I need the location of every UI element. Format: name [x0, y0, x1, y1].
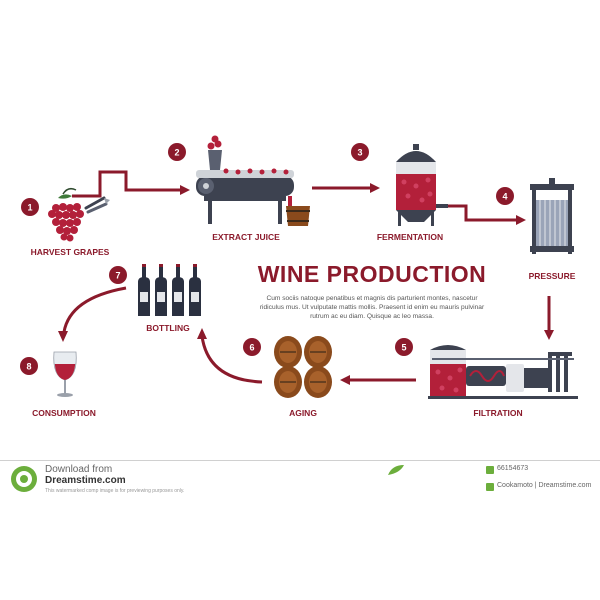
description-line-3: rutrum ac eu diam. Quisque ac leo massa.	[310, 313, 434, 320]
step-number-badge	[496, 187, 514, 205]
arrow-heads	[58, 183, 554, 385]
step-number-badge	[395, 338, 413, 356]
step-label: EXTRACT JUICE	[212, 232, 280, 242]
step-harvest-grapes: 1 HARVEST GRAPES	[21, 187, 110, 257]
arrow-1-to-2	[72, 170, 180, 198]
step-consumption: 8 CONSUMPTION	[20, 351, 96, 418]
wine-bottles-icon	[138, 264, 201, 316]
step-label: PRESSURE	[529, 271, 576, 281]
step-number: 1	[27, 203, 32, 213]
arrow-head-icon	[197, 328, 207, 339]
step-number: 7	[115, 271, 120, 281]
wooden-bucket-icon	[286, 206, 310, 226]
step-label: HARVEST GRAPES	[31, 247, 110, 257]
step-bottling: 7 BOTTLING	[109, 264, 201, 333]
step-number: 3	[357, 148, 362, 158]
description-line-2: ridiculus mus. Ut vulputate mattis molli…	[260, 304, 485, 311]
step-number-badge	[351, 143, 369, 161]
arrow-head-icon	[370, 183, 380, 193]
step-label: FERMENTATION	[377, 232, 443, 242]
arrow-head-icon	[544, 330, 554, 340]
step-fermentation: 3 FERMENTATION	[351, 143, 448, 242]
arrow-head-icon	[58, 331, 68, 342]
step-pressure: 4 PRESSURE	[496, 178, 576, 281]
step-filtration: 5 FILTRATION	[395, 338, 578, 418]
step-aging: 6 AGING	[243, 336, 332, 418]
step-label: AGING	[289, 408, 317, 418]
flow-arrows	[62, 170, 551, 384]
author-badge-icon	[486, 483, 494, 491]
arrow-3-to-4	[448, 204, 516, 222]
step-number-badge	[21, 198, 39, 216]
step-number-badge	[243, 338, 261, 356]
dreamstime-logo-icon	[11, 466, 37, 492]
step-label: FILTRATION	[473, 408, 522, 418]
wine-glass-icon	[53, 351, 77, 397]
step-number-badge	[168, 143, 186, 161]
leaf-icon	[388, 465, 404, 475]
page-title: WINE PRODUCTION	[258, 261, 487, 287]
wine-press-icon	[530, 178, 574, 254]
wine-production-diagram: 1 HARVEST GRAPES 2	[20, 135, 578, 418]
step-number-badge	[20, 357, 38, 375]
pruning-shears-icon	[84, 196, 110, 214]
step-number: 2	[174, 148, 179, 158]
step-extract-juice: 2 EXTRACT JUICE	[168, 135, 310, 242]
author-credit[interactable]: Cookamoto | Dreamstime.com	[497, 482, 592, 489]
arrow-head-icon	[340, 375, 350, 385]
arrow-head-icon	[516, 215, 526, 225]
arrow-head-icon	[180, 185, 190, 195]
id-badge-icon	[486, 466, 494, 474]
description-line-1: Cum sociis natoque penatibus et magnis d…	[266, 295, 478, 302]
grapes-icon	[48, 187, 84, 242]
step-label: BOTTLING	[146, 323, 190, 333]
fermentation-tank-icon	[396, 144, 448, 226]
step-number-badge	[109, 266, 127, 284]
watermark-note: This watermarked comp image is for previ…	[45, 488, 185, 494]
filtration-machine-icon	[428, 345, 578, 399]
step-number: 5	[401, 343, 406, 353]
wine-barrels-icon	[274, 336, 332, 398]
site-name[interactable]: Dreamstime.com	[45, 475, 126, 486]
step-number: 8	[26, 362, 31, 372]
arrow-7-to-8	[62, 286, 127, 333]
step-number: 4	[502, 192, 507, 202]
image-id: 66154673	[497, 465, 529, 472]
arrow-6-to-7	[200, 335, 263, 384]
watermark-footer: Download from Dreamstime.com This waterm…	[0, 460, 600, 503]
crusher-machine-icon	[196, 135, 294, 224]
step-label: CONSUMPTION	[32, 408, 96, 418]
download-text: Download from	[45, 464, 113, 475]
step-number: 6	[249, 343, 254, 353]
